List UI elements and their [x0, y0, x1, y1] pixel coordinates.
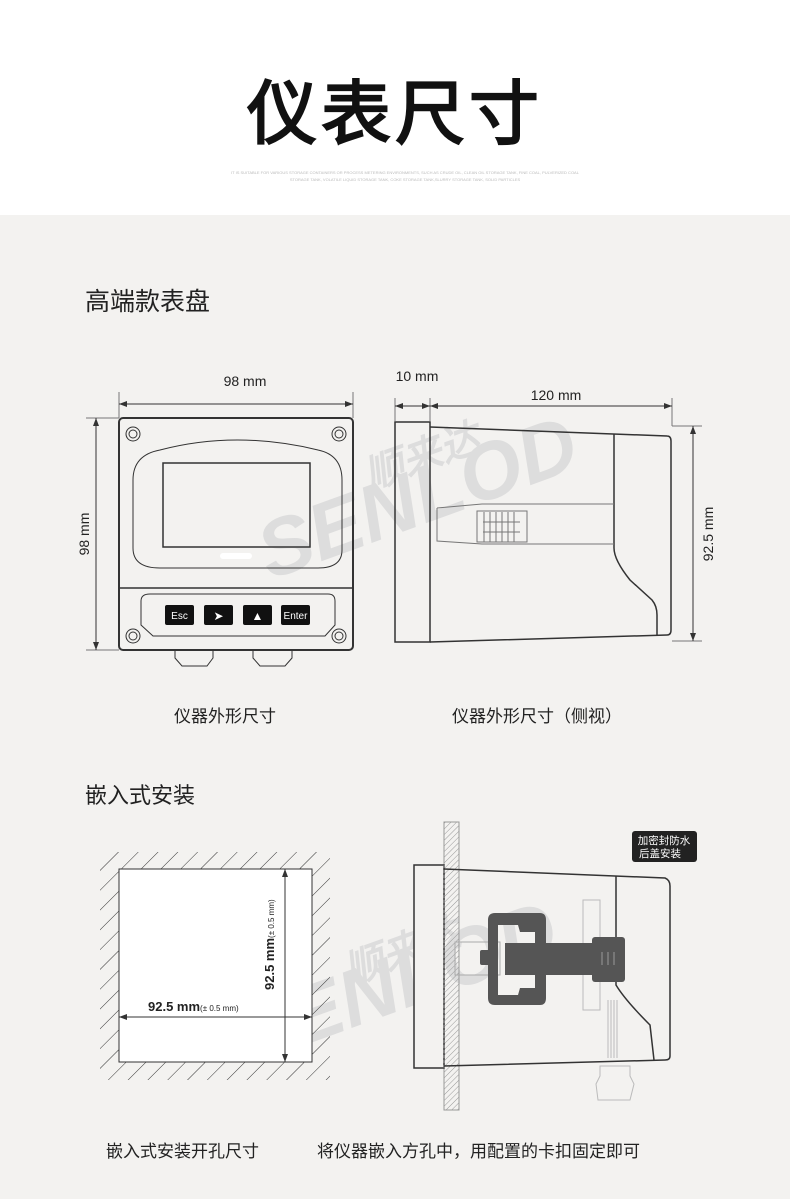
front-height-label: 98 mm [76, 513, 92, 556]
svg-text:加密封防水: 加密封防水 [638, 834, 691, 847]
svg-text:SENLOD: SENLOD [245, 398, 589, 596]
page-title: 仪表尺寸 [247, 72, 543, 155]
svg-text:后盖安装: 后盖安装 [639, 847, 681, 860]
side-view-drawing [394, 398, 702, 643]
header: 仪表尺寸 IT IS SUITABLE FOR VARIOUS STORAGE … [0, 0, 790, 215]
cutout-height-label: 92.5 mm(± 0.5 mm) [262, 899, 277, 990]
sealed-cover-note: 加密封防水 后盖安装 [632, 831, 697, 862]
side-view-caption: 仪器外形尺寸（侧视） [452, 707, 622, 726]
cutout-caption: 嵌入式安装开孔尺寸 [106, 1142, 259, 1161]
front-view-caption: 仪器外形尺寸 [174, 707, 276, 726]
mount-drawing [413, 821, 671, 1111]
front-width-label: 98 mm [224, 373, 267, 389]
key-enter: Enter [284, 611, 309, 622]
key-esc: Esc [171, 611, 188, 622]
section-heading-panel-mount: 嵌入式安装 [85, 783, 196, 808]
front-keypad: Esc ➤ ▲ Enter [165, 605, 310, 625]
side-depth-label: 120 mm [531, 387, 582, 403]
cutout-drawing [100, 852, 330, 1080]
side-front-depth-label: 10 mm [396, 368, 439, 384]
section-heading-premium-dial: 高端款表盘 [85, 288, 211, 316]
side-height-label: 92.5 mm [700, 507, 716, 561]
front-view-drawing [86, 392, 354, 667]
cutout-width-label: 92.5 mm(± 0.5 mm) [148, 999, 239, 1014]
mount-caption: 将仪器嵌入方孔中，用配置的卡扣固定即可 [317, 1142, 640, 1161]
key-right: ➤ [213, 609, 223, 623]
page-subtitle: IT IS SUITABLE FOR VARIOUS STORAGE CONTA… [231, 170, 579, 182]
key-up: ▲ [252, 609, 264, 623]
